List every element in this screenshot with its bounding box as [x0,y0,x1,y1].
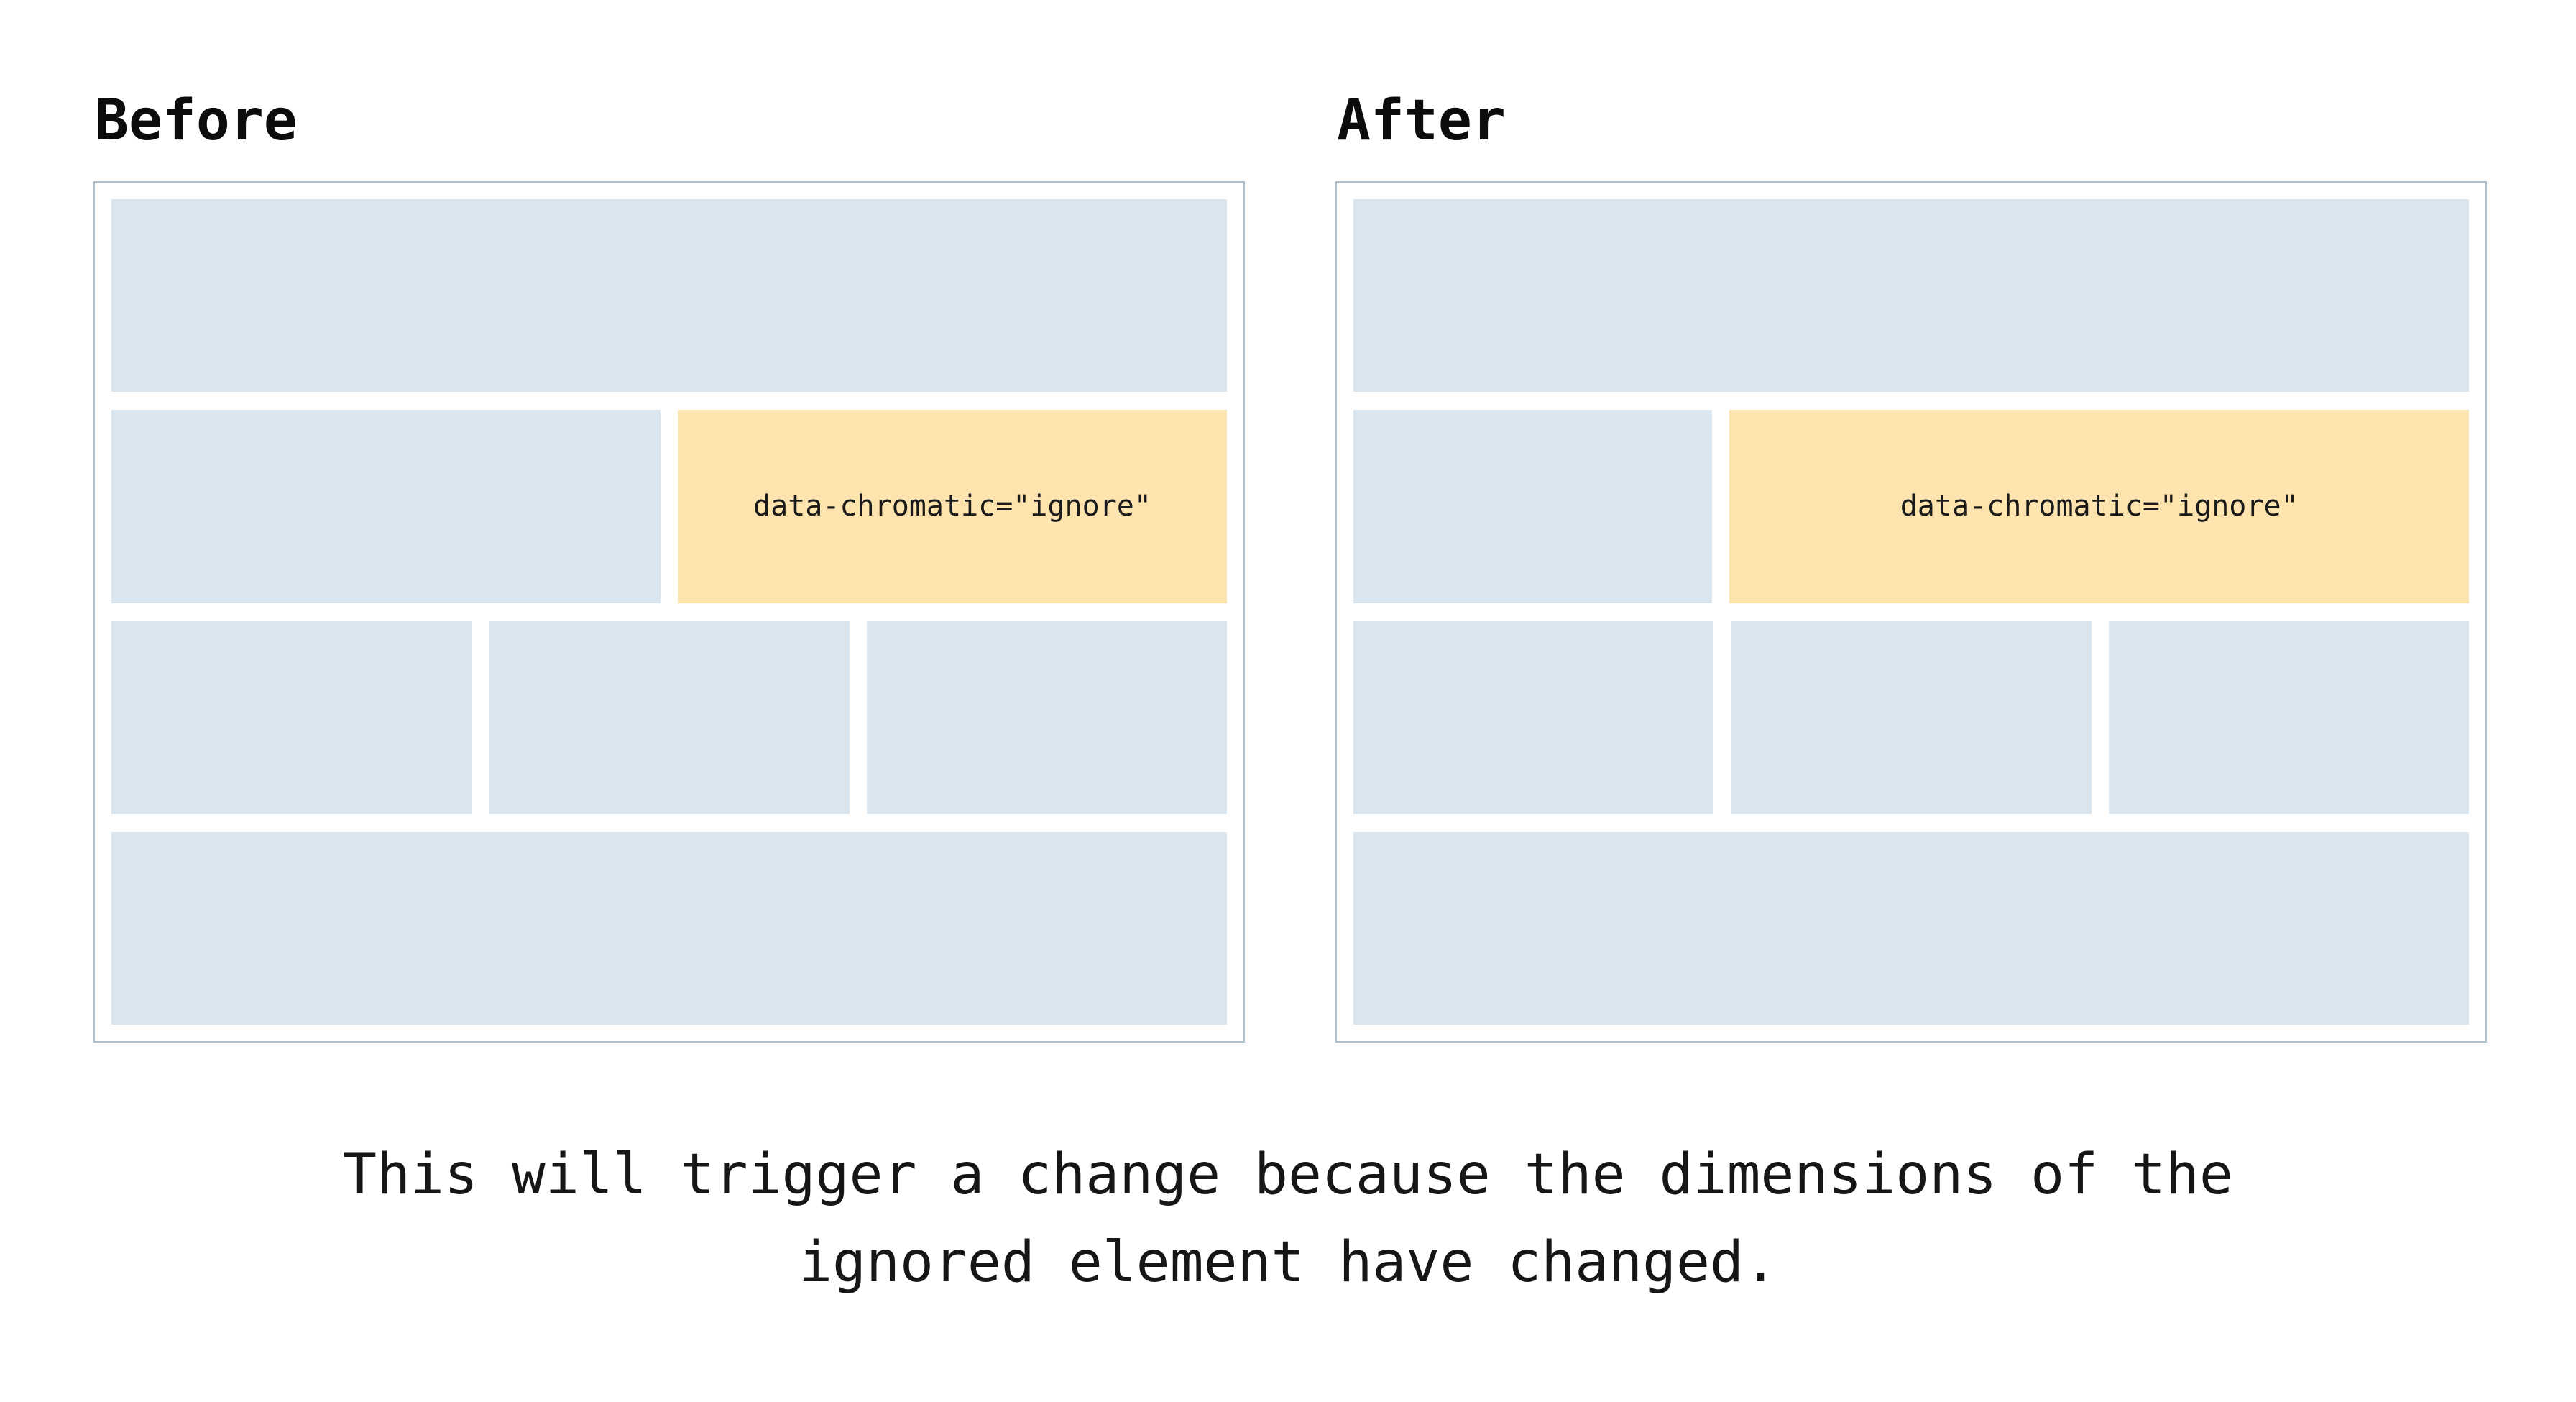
after-footer-block [1353,831,2469,1025]
after-wireframe-frame: data-chromatic="ignore" [1335,181,2487,1043]
panel-before: Before data-chromatic="ignore" [93,92,1245,1043]
after-content-block [1353,410,1713,603]
after-header-block [1353,199,2469,393]
panel-after: After data-chromatic="ignore" [1335,92,2487,1043]
panel-after-title: After [1337,88,1506,153]
before-content-block [111,410,661,603]
before-footer-row [111,831,1227,1025]
before-ignore-attribute-label: data-chromatic="ignore" [753,490,1151,523]
after-cards-row [1353,620,2469,814]
after-footer-row [1353,831,2469,1025]
after-card-block-1 [1353,620,1714,814]
after-ignored-element: data-chromatic="ignore" [1729,410,2469,603]
caption-line-2: ignored element have changed. [799,1230,1777,1295]
after-ignore-attribute-label: data-chromatic="ignore" [1900,490,2299,523]
before-cards-row [111,620,1227,814]
caption: This will trigger a change because the d… [0,1131,2576,1306]
before-ignore-row: data-chromatic="ignore" [111,410,1227,603]
caption-line-1: This will trigger a change because the d… [343,1142,2233,1207]
after-header-row [1353,199,2469,393]
before-card-block-2 [489,620,850,814]
before-ignored-element: data-chromatic="ignore" [678,410,1227,603]
before-after-comparison: Before data-chromatic="ignore" After [93,92,2487,1043]
after-card-block-2 [1731,620,2092,814]
panel-before-title: Before [95,88,298,153]
before-card-block-3 [866,620,1227,814]
before-footer-block [111,831,1227,1025]
before-wireframe-frame: data-chromatic="ignore" [93,181,1245,1043]
before-header-row [111,199,1227,393]
after-card-block-3 [2108,620,2469,814]
before-header-block [111,199,1227,393]
after-ignore-row: data-chromatic="ignore" [1353,410,2469,603]
before-card-block-1 [111,620,472,814]
